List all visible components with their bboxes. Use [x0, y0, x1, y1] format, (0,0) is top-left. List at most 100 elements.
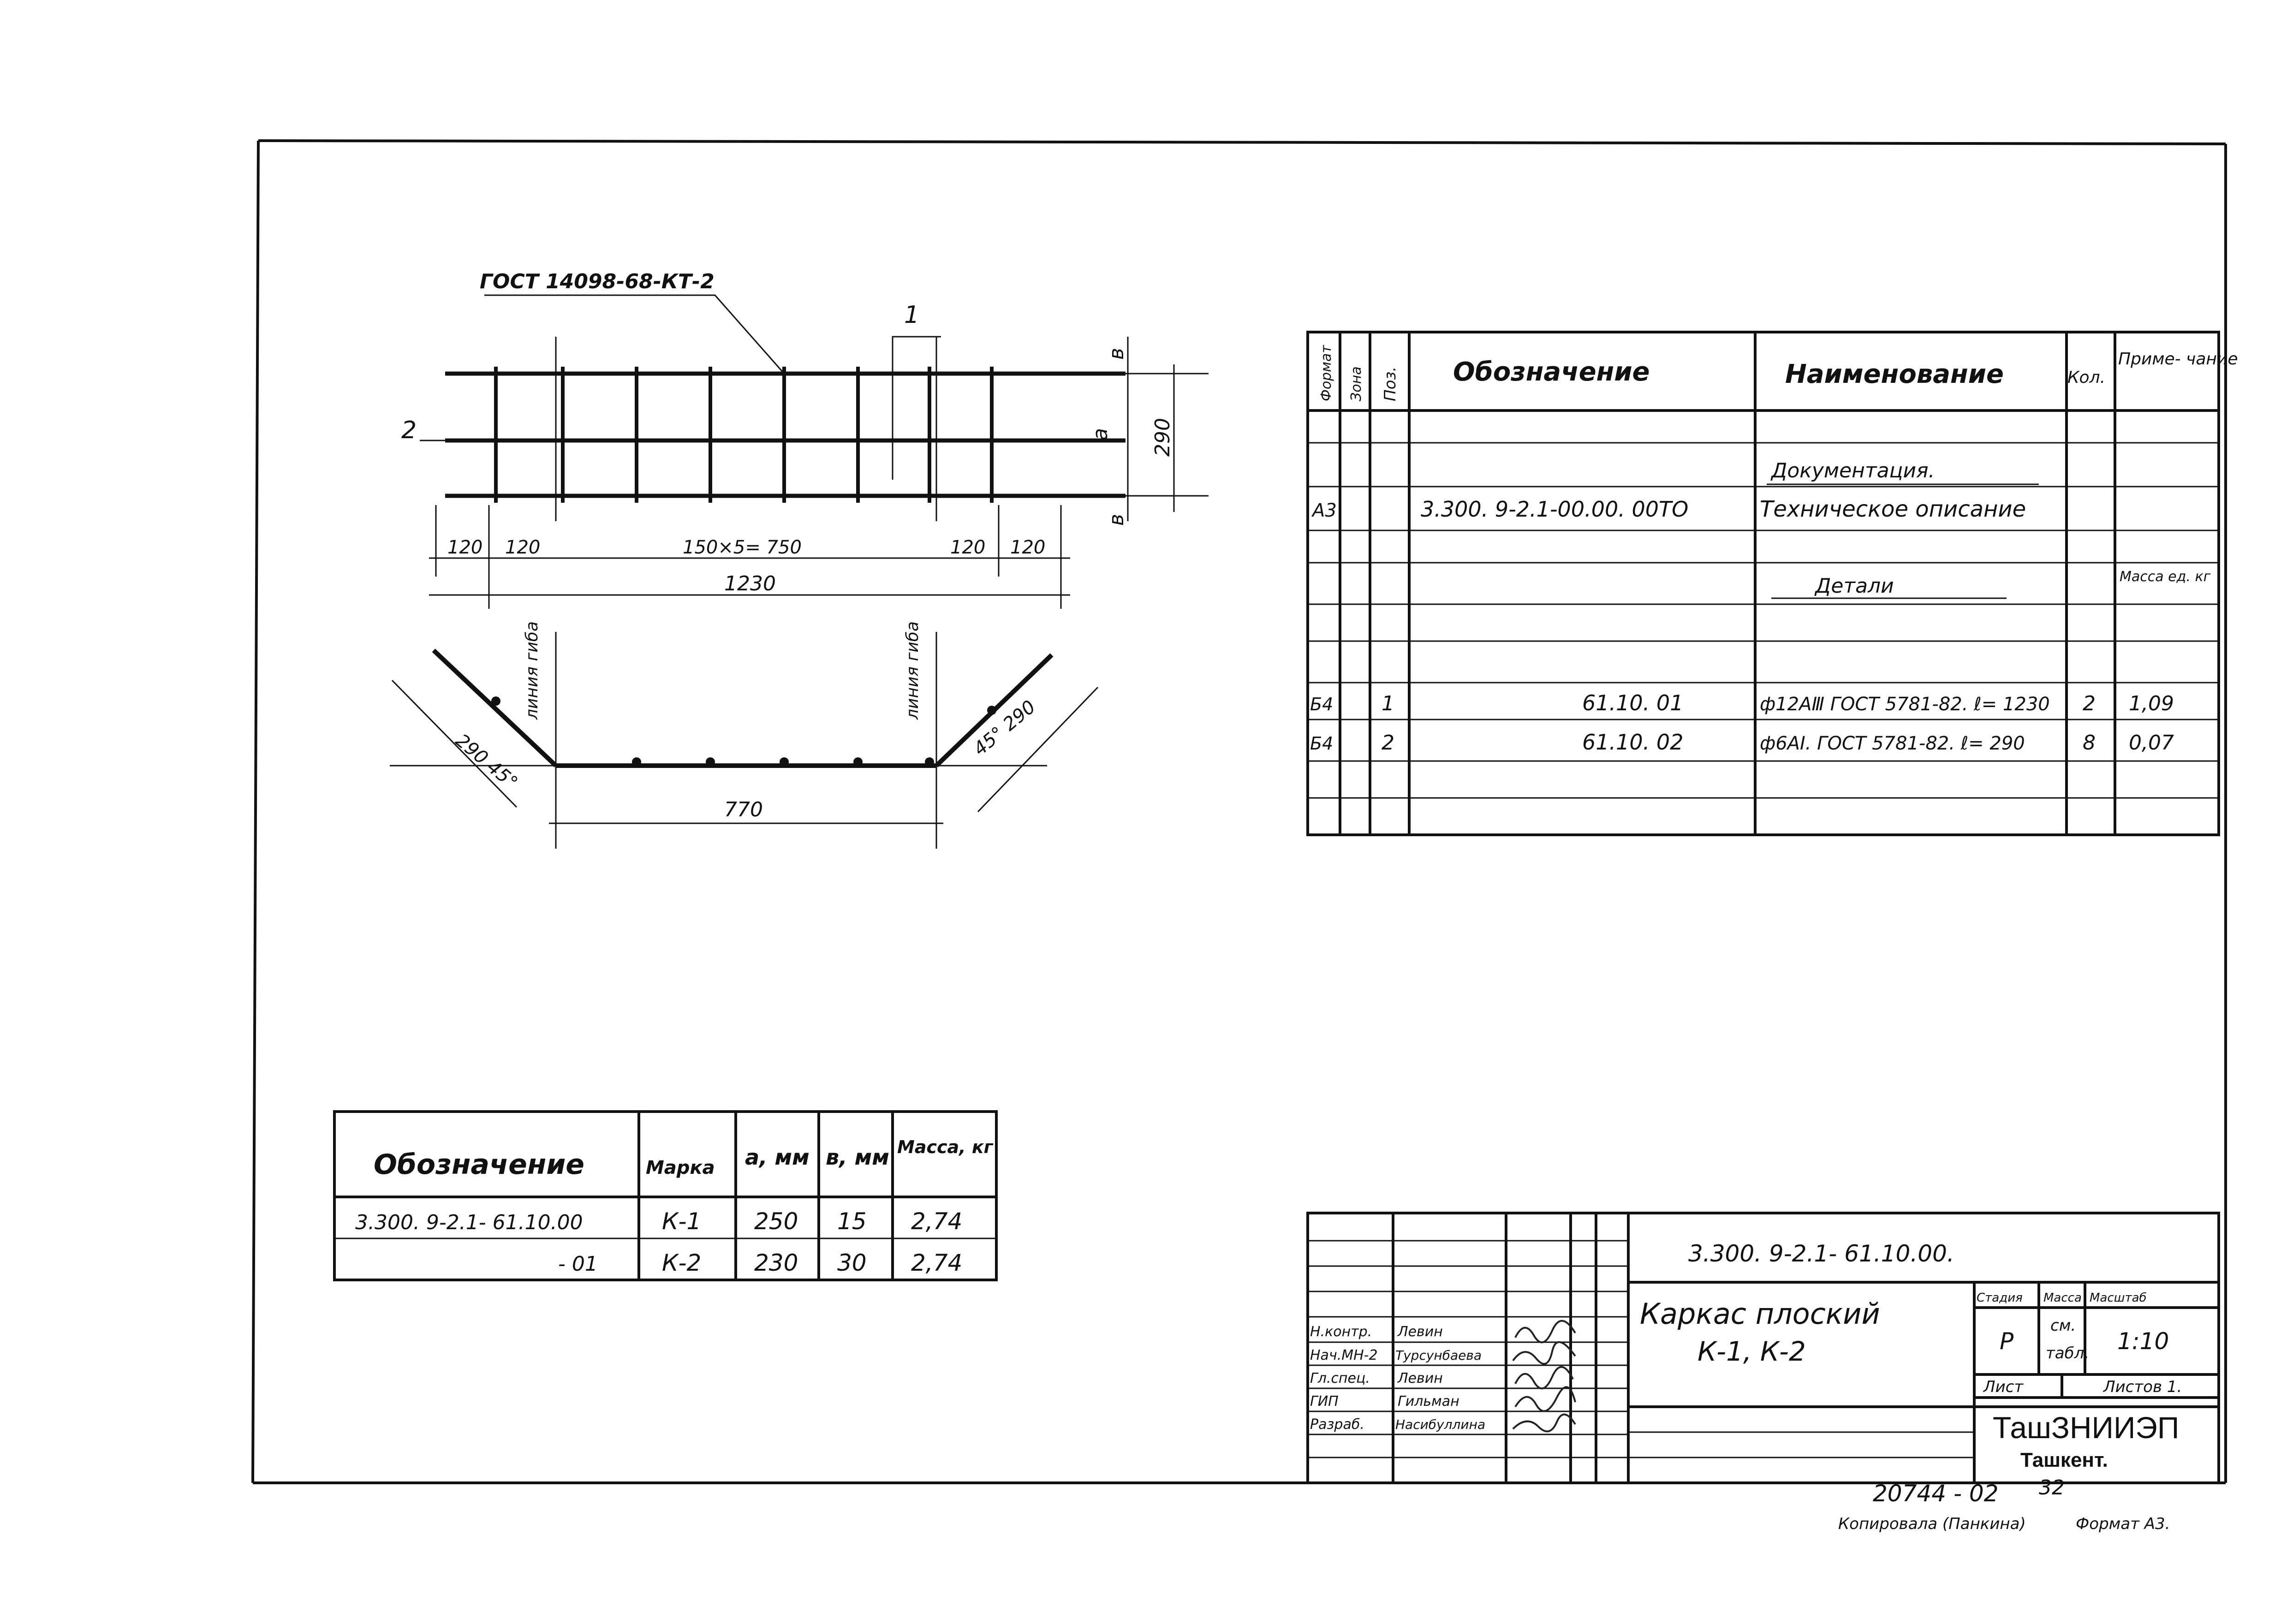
table-row: 3.300. 9-2.1- 61.10.00 К-1 250 15 2,74 [355, 1208, 962, 1235]
marks-table: Обозначение Марка а, мм в, мм Масса, кг … [333, 1110, 998, 1281]
spec-header-zone: Зона [1348, 366, 1364, 401]
spec-header-pos: Поз. [1381, 367, 1400, 401]
dim-a-label: a [1089, 428, 1112, 440]
marks-row-1-designation: 3.300. 9-2.1- 61.10.00 [355, 1211, 583, 1234]
dim-120-1: 120 [447, 537, 482, 558]
spec-row-1-qty: 2 [2083, 692, 2096, 715]
gost-callout-text: ГОСТ 14098-68-КТ-2 [480, 270, 715, 293]
spec-docs-format: А3 [1311, 500, 1337, 521]
role-4: ГИП [1310, 1393, 1339, 1410]
name-2: Турсунбаева [1395, 1348, 1482, 1363]
spec-row-2-note: 0,07 [2129, 731, 2174, 755]
drawing-annotations: ГОСТ 14098-68-КТ-2 1 2 a в в 290 120 120… [401, 270, 1174, 821]
cage-bent-view [390, 632, 1099, 849]
marks-header-designation: Обозначение [374, 1148, 584, 1181]
signatures [1512, 1320, 1576, 1433]
dim-120-3: 120 [950, 537, 985, 558]
marks-row-1-mass: 2,74 [911, 1208, 962, 1235]
marks-row-1-a: 250 [754, 1208, 798, 1235]
marks-row-2-b: 30 [837, 1249, 867, 1276]
spec-row: Б4 2 61.10. 02 ф6АⅠ. ГОСТ 5781-82. ℓ= 29… [1310, 730, 2174, 755]
spec-row-1-designation: 61.10. 01 [1582, 690, 1683, 715]
spec-row-1-note: 1,09 [2129, 692, 2174, 715]
title-doc-code: 3.300. 9-2.1- 61.10.00. [1688, 1240, 1954, 1267]
dim-290-label: 290 [1151, 418, 1174, 457]
stage-value: Р [2000, 1328, 2014, 1355]
spec-parts-note: Масса ед. кг [2120, 569, 2211, 585]
position-2-label: 2 [401, 416, 417, 444]
title-name-line1: Каркас плоский [1640, 1297, 1880, 1331]
specification-table: Формат Зона Поз. Обозначение Наименовани… [1306, 331, 2238, 836]
scale-value: 1:10 [2117, 1328, 2169, 1355]
dim-b-bottom-label: в [1105, 514, 1128, 526]
mass-value-1: см. [2050, 1316, 2076, 1335]
spec-row-2-qty: 8 [2083, 731, 2096, 755]
marks-header-b: в, мм [826, 1145, 889, 1170]
spec-header-name: Наименование [1785, 359, 2004, 389]
marks-header-mass: Масса, кг [897, 1137, 994, 1157]
role-5: Разраб. [1310, 1416, 1364, 1433]
spec-section-docs: Документация. [1770, 459, 1935, 482]
name-1: Левин [1397, 1324, 1443, 1340]
spec-docs-designation: 3.300. 9-2.1-00.00. 00ТО [1421, 497, 1688, 522]
spec-row: Б4 1 61.10. 01 ф12АⅢ ГОСТ 5781-82. ℓ= 12… [1310, 690, 2174, 715]
sheet-frame [251, 139, 2227, 1484]
dim-right-bend: 45° 290 [970, 696, 1040, 760]
sheets-label: Листов 1. [2102, 1378, 2182, 1396]
marks-header-mark: Марка [646, 1157, 715, 1178]
dim-770: 770 [724, 798, 763, 821]
title-block: 3.300. 9-2.1- 61.10.00. Каркас плоский К… [1306, 1212, 2220, 1484]
name-3: Левин [1397, 1370, 1443, 1386]
dim-b-top-label: в [1105, 348, 1128, 360]
cage-plan-view [420, 294, 1209, 609]
mass-value-2: табл. [2046, 1344, 2089, 1362]
spec-row-1-pos: 1 [1382, 692, 1394, 715]
mass-label: Масса [2043, 1291, 2082, 1305]
spec-row-1-name: ф12АⅢ ГОСТ 5781-82. ℓ= 1230 [1760, 694, 2050, 715]
spec-row-2-name: ф6АⅠ. ГОСТ 5781-82. ℓ= 290 [1760, 733, 2025, 754]
plan-dimensions [429, 337, 1175, 596]
spec-row-2-designation: 61.10. 02 [1582, 730, 1683, 755]
spec-header-qty: Кол. [2067, 368, 2105, 387]
spec-header-note: Приме- чание [2118, 350, 2238, 369]
marks-row-1-b: 15 [837, 1208, 867, 1235]
dim-120-4: 120 [1010, 537, 1045, 558]
dim-150x5: 150×5= 750 [683, 537, 802, 558]
spec-row-2-format: Б4 [1310, 733, 1333, 754]
inventory-number: 20744 - 02 [1873, 1480, 1999, 1507]
role-1: Н.контр. [1310, 1324, 1372, 1340]
dim-1230: 1230 [724, 572, 776, 595]
sheet-label: Лист [1983, 1378, 2024, 1396]
table-row: - 01 К-2 230 30 2,74 [558, 1249, 962, 1276]
bend-line-right-label: линия гиба [903, 621, 922, 720]
marks-row-2-mass: 2,74 [911, 1249, 962, 1276]
name-5: Насибуллина [1395, 1417, 1485, 1432]
spec-section-parts: Детали [1814, 574, 1894, 598]
role-3: Гл.спец. [1310, 1370, 1370, 1386]
sheet-footer: 20744 - 02 32 Копировала (Панкина) Форма… [1838, 1476, 2170, 1533]
marks-header-a: а, мм [745, 1145, 810, 1170]
position-1-label: 1 [904, 301, 919, 329]
marks-row-2-a: 230 [754, 1249, 798, 1276]
marks-row-1-mark: К-1 [662, 1208, 701, 1235]
sheet-format: Формат А3. [2076, 1515, 2170, 1533]
organization-city: Ташкент. [2020, 1449, 2108, 1471]
stage-label: Стадия [1977, 1291, 2023, 1305]
marks-row-2-designation: - 01 [558, 1252, 598, 1276]
title-name-line2: К-1, К-2 [1697, 1336, 1806, 1367]
dim-left-bend: 290 45° [452, 730, 522, 793]
spec-header-designation: Обозначение [1453, 357, 1650, 387]
spec-row-2-pos: 2 [1382, 731, 1394, 755]
scale-label: Масштаб [2090, 1291, 2147, 1305]
name-4: Гильман [1398, 1393, 1459, 1410]
spec-header-format: Формат [1318, 345, 1334, 401]
spec-docs-name: Техническое описание [1760, 496, 2026, 522]
role-2: Нач.МН-2 [1310, 1347, 1378, 1363]
organization-name: ТашЗНИИЭП [1993, 1410, 2179, 1445]
bend-line-left-label: линия гиба [523, 621, 542, 720]
copied-by: Копировала (Панкина) [1838, 1515, 2026, 1533]
dim-120-2: 120 [505, 537, 540, 558]
marks-row-2-mark: К-2 [662, 1249, 701, 1276]
inventory-suffix: 32 [2039, 1476, 2065, 1499]
